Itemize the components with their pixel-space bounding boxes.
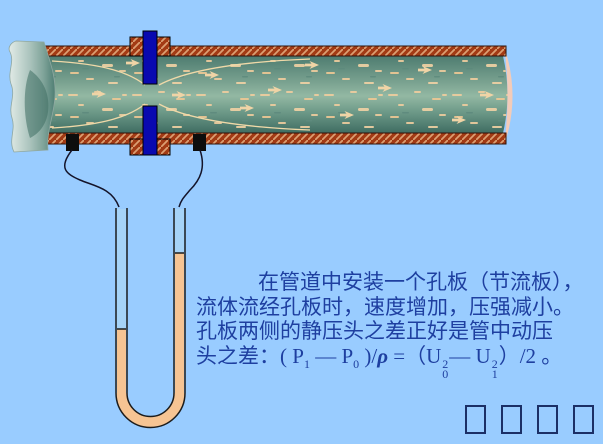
formula-text: 头之差：( P [196,343,304,368]
nav-box-2[interactable] [501,405,522,434]
nav-box-1[interactable] [465,405,486,434]
formula-text: =（U [388,343,442,368]
orifice-flanges [129,36,171,156]
caption-line-1: 在管道中安装一个孔板（节流板）， [258,270,584,294]
orifice-plate [142,30,158,156]
formula-text: ）/2 。 [498,343,563,368]
manometer-connecting-tubes [63,149,204,208]
caption-line-3: 孔板两侧的静压头之差正好是管中动压 [196,319,553,343]
pipe-broken-end [8,40,56,153]
pressure-taps [66,134,206,151]
nav-box-4[interactable] [573,405,594,434]
formula-sup: 2 [442,356,449,371]
caption-line-2: 流体流经孔板时，速度增加，压强减小。 [196,294,574,319]
flow-streamlines [51,58,494,131]
formula-rho: ρ [377,343,389,368]
formula-sub: 1 [303,356,310,371]
formula-text: — P [309,343,354,368]
pressure-tap-downstream [193,134,206,151]
caption-text: 在管道中安装一个孔板（节流板）， 流体流经孔板时，速度增加，压强减小。 孔板两侧… [196,270,602,381]
formula-sub: 1 [491,366,498,381]
pressure-tap-upstream [66,134,79,151]
formula-sub: 0 [442,366,449,381]
formula-text: — U [449,343,491,368]
pipe-end-cap [504,46,513,146]
nav-box-3[interactable] [537,405,558,434]
u-tube-manometer [115,208,186,429]
pipe-fluid [40,56,508,133]
formula-text: )/ [359,343,378,368]
formula-sup: 2 [491,356,498,371]
manometer-liquid [116,253,185,428]
formula-sub: 0 [353,356,360,371]
